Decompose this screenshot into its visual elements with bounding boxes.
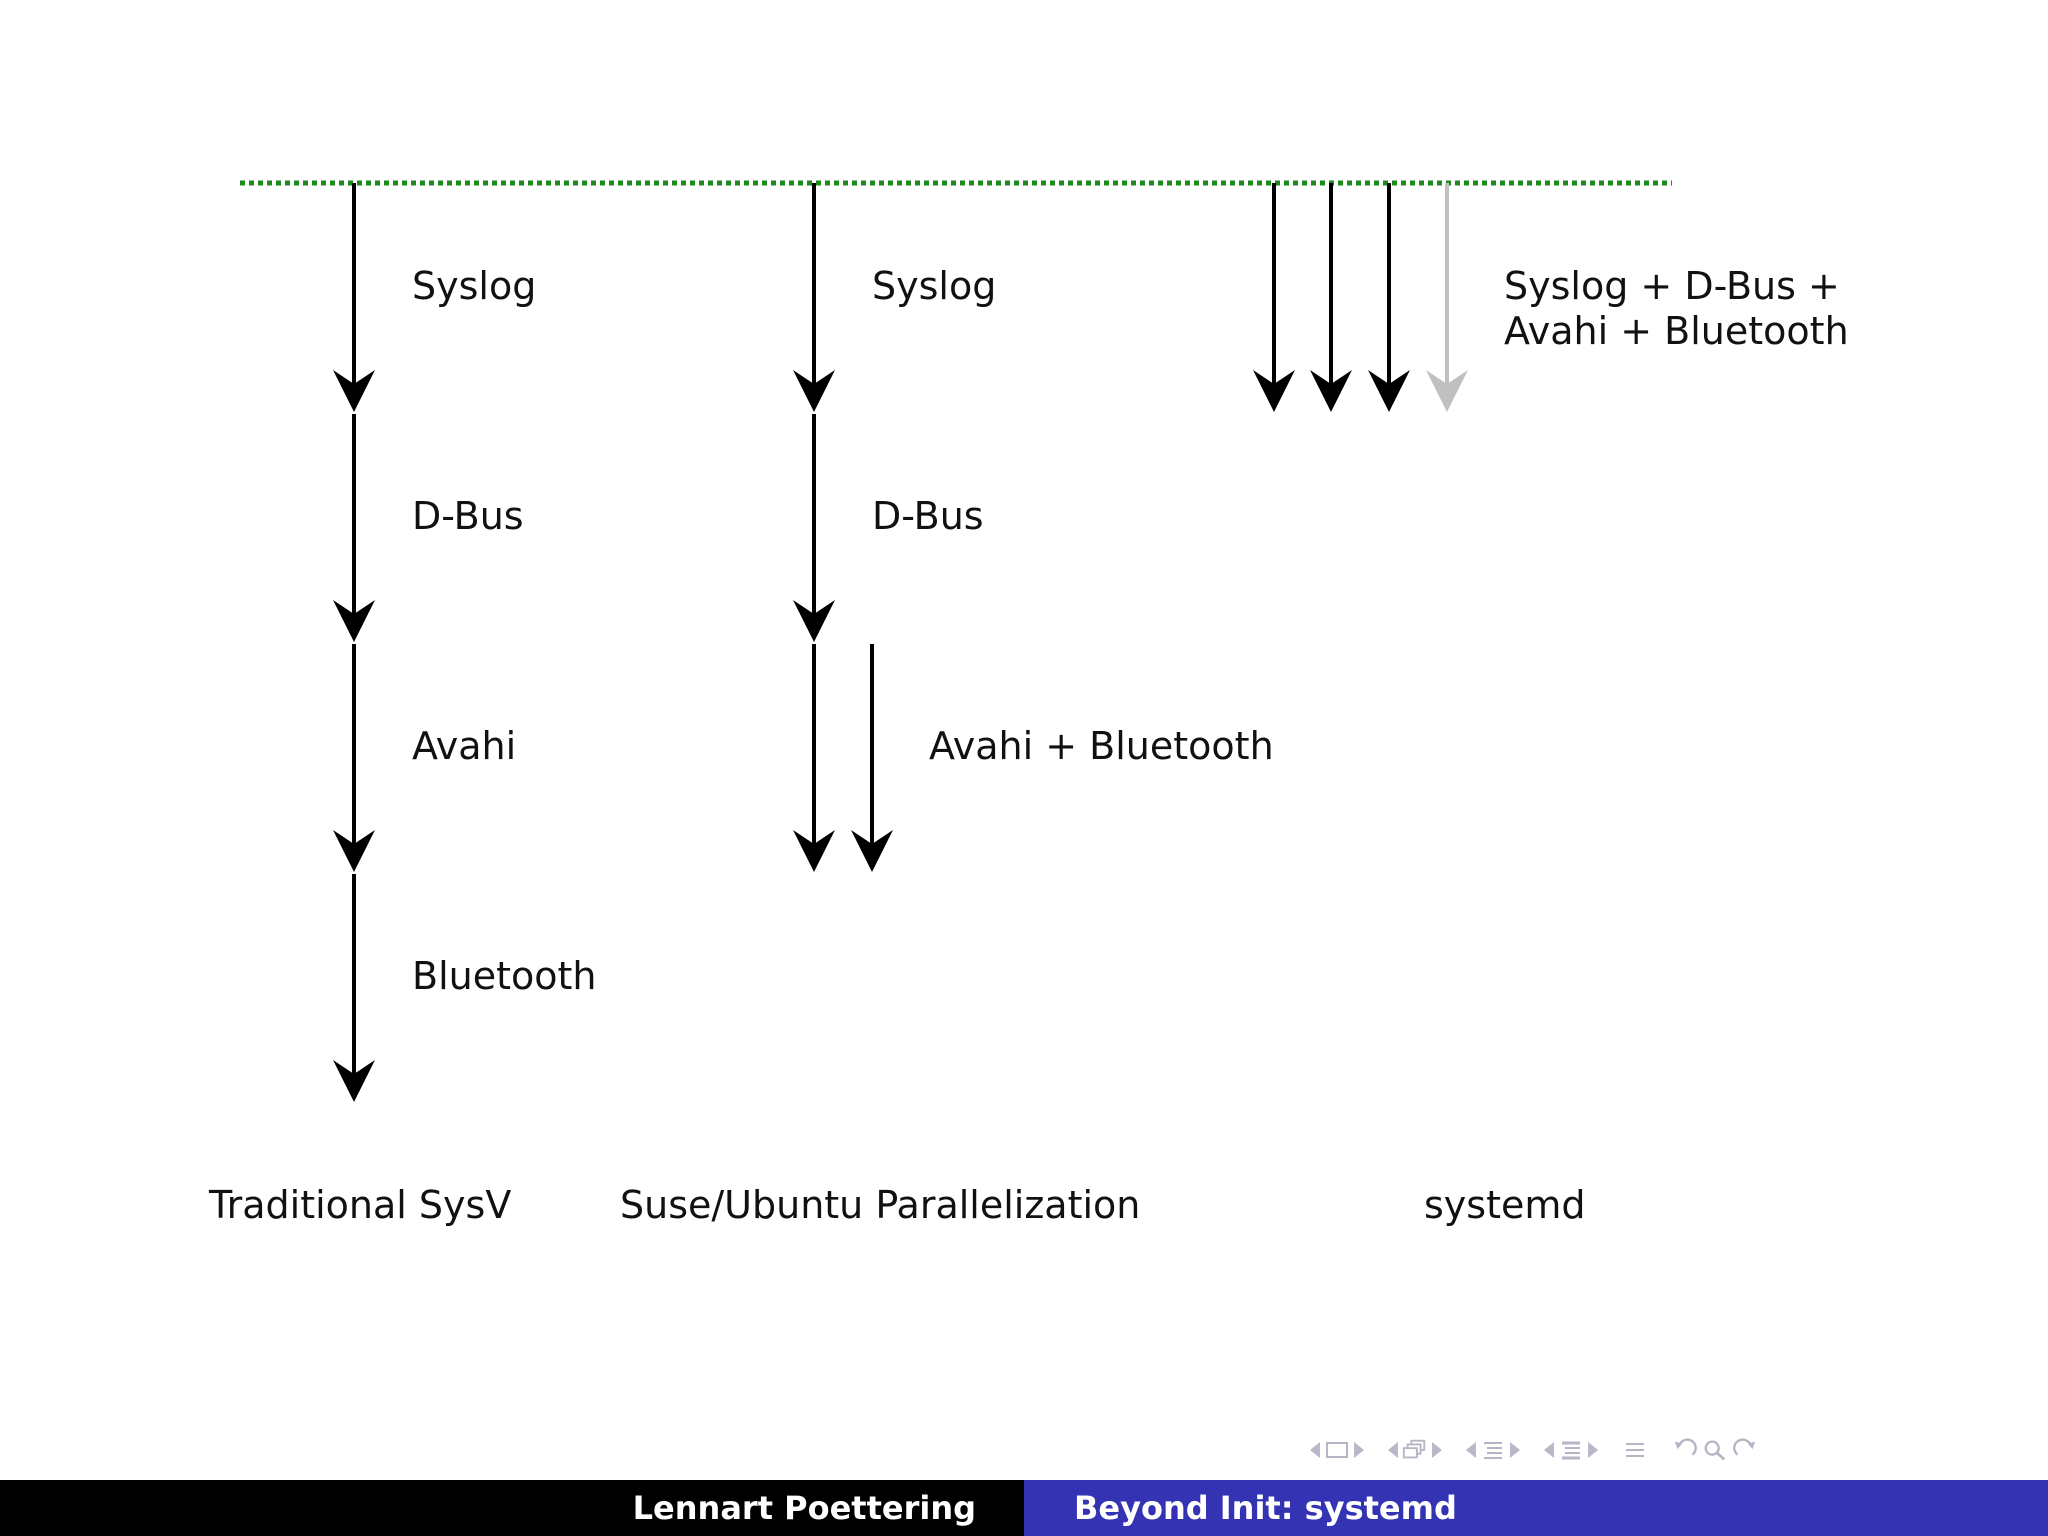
- slide-icon[interactable]: [1558, 1437, 1584, 1463]
- section-prev-icon[interactable]: [1466, 1442, 1476, 1458]
- footer-author: Lennart Poettering: [632, 1489, 976, 1527]
- systemd-arrows: [1253, 183, 1468, 412]
- footer: Lennart Poettering Beyond Init: systemd: [0, 1480, 2048, 1536]
- subsection-prev-icon[interactable]: [1388, 1442, 1398, 1458]
- parallel-arrow-dbus: [793, 414, 835, 642]
- slide-next-icon[interactable]: [1588, 1442, 1598, 1458]
- systemd-arrow-bluetooth: [1426, 183, 1468, 412]
- parallel-arrow-syslog: [793, 183, 835, 412]
- forward-icon[interactable]: [1732, 1437, 1758, 1463]
- toc-nav: [1622, 1437, 1648, 1463]
- sysv-arrow-avahi: [333, 644, 375, 872]
- subsection-icon[interactable]: [1402, 1437, 1428, 1463]
- caption-sysv: Traditional SysV: [209, 1183, 512, 1227]
- frame-next-icon[interactable]: [1354, 1442, 1364, 1458]
- back-icon[interactable]: [1672, 1437, 1698, 1463]
- parallel-arrow-bluetooth: [851, 644, 893, 872]
- caption-parallel: Suse/Ubuntu Parallelization: [620, 1183, 1141, 1227]
- footer-title: Beyond Init: systemd: [1074, 1489, 1457, 1527]
- navigation-bar: [1310, 1430, 1776, 1470]
- parallel-label-syslog: Syslog: [872, 264, 997, 308]
- frame-nav: [1310, 1437, 1364, 1463]
- sysv-label-bluetooth: Bluetooth: [412, 954, 597, 998]
- slide-nav: [1544, 1437, 1598, 1463]
- sysv-label-avahi: Avahi: [412, 724, 517, 768]
- sysv-arrow-dbus: [333, 414, 375, 642]
- section-next-icon[interactable]: [1510, 1442, 1520, 1458]
- toc-icon[interactable]: [1622, 1437, 1648, 1463]
- systemd-arrow-syslog: [1253, 183, 1295, 412]
- sysv-label-syslog: Syslog: [412, 264, 537, 308]
- sysv-arrow-bluetooth: [333, 874, 375, 1102]
- parallel-label-dbus: D-Bus: [872, 494, 984, 538]
- sysv-label-dbus: D-Bus: [412, 494, 524, 538]
- subsection-nav: [1388, 1437, 1442, 1463]
- parallel-arrows: [793, 183, 893, 872]
- footer-title-panel: Beyond Init: systemd: [1024, 1480, 2048, 1536]
- sysv-arrow-syslog: [333, 183, 375, 412]
- section-nav: [1466, 1437, 1520, 1463]
- parallel-arrow-avahi: [793, 644, 835, 872]
- search-icon[interactable]: [1702, 1437, 1728, 1463]
- section-icon[interactable]: [1480, 1437, 1506, 1463]
- frame-prev-icon[interactable]: [1310, 1442, 1320, 1458]
- systemd-label-line1: Syslog + D-Bus +: [1504, 264, 1840, 308]
- boot-diagram: [240, 180, 1672, 1102]
- parallel-label-avahi-bluetooth: Avahi + Bluetooth: [929, 724, 1274, 768]
- slide-prev-icon[interactable]: [1544, 1442, 1554, 1458]
- caption-systemd: systemd: [1424, 1183, 1586, 1227]
- frame-icon[interactable]: [1324, 1437, 1350, 1463]
- systemd-arrow-dbus: [1310, 183, 1352, 412]
- subsection-next-icon[interactable]: [1432, 1442, 1442, 1458]
- systemd-label-line2: Avahi + Bluetooth: [1504, 309, 1849, 353]
- systemd-arrow-avahi: [1368, 183, 1410, 412]
- footer-author-panel: Lennart Poettering: [0, 1480, 1024, 1536]
- history-nav: [1672, 1437, 1758, 1463]
- sysv-arrows: [333, 183, 375, 1102]
